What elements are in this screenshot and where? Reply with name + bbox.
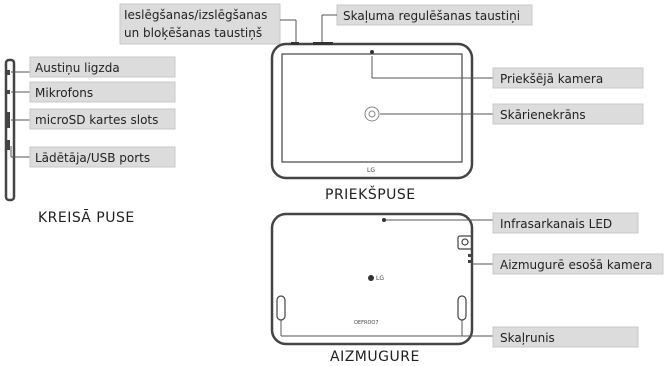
front-camera-label: Priekšējā kamera <box>500 72 603 86</box>
speaker-label: Skaļrunis <box>500 331 555 345</box>
tablet-side-view <box>4 58 16 202</box>
earphone-label: Austiņu ligzda <box>35 61 120 75</box>
infrared-label: Infrasarkanais LED <box>500 217 612 231</box>
mic-label-box <box>29 81 176 103</box>
touchscreen-label: Skārienekrāns <box>500 108 586 122</box>
back-caption: AIZMUGURE <box>330 349 420 365</box>
speaker-label-box <box>492 326 639 348</box>
charger-label-box <box>29 146 176 168</box>
front-camera-dot <box>370 50 374 54</box>
rear-camera-lens <box>461 238 469 246</box>
charger-label: Lādētāja/USB ports <box>35 151 150 165</box>
touchscreen-label-box <box>492 103 644 125</box>
front-caption: PRIEKŠPUSE <box>325 185 416 203</box>
rear-camera-label-box <box>492 253 664 275</box>
earphone-label-box <box>29 56 176 78</box>
power-label-line1: Ieslēgšanas/izslēgšanas <box>124 8 267 22</box>
infrared-label-box <box>492 212 639 234</box>
infrared-dot <box>382 218 386 222</box>
power-label-line2: un bloķēšanas taustiņš <box>124 26 262 40</box>
power-label-box <box>119 3 281 45</box>
tablet-back-view: LG OEFROO7 <box>270 212 474 346</box>
mic-label: Mikrofons <box>35 86 93 100</box>
rear-camera-label: Aizmugurē esošā kamera <box>500 258 652 272</box>
left-side-caption: KREISĀ PUSE <box>38 209 135 226</box>
back-logo: LG <box>376 275 384 282</box>
back-text: OEFROO7 <box>354 320 379 326</box>
microsd-label: microSD kartes slots <box>35 113 158 127</box>
front-logo: LG <box>367 167 375 174</box>
microsd-label-box <box>29 108 176 130</box>
volume-label: Skaļuma regulēšanas taustiņi <box>343 9 520 23</box>
front-camera-label-box <box>492 67 644 89</box>
